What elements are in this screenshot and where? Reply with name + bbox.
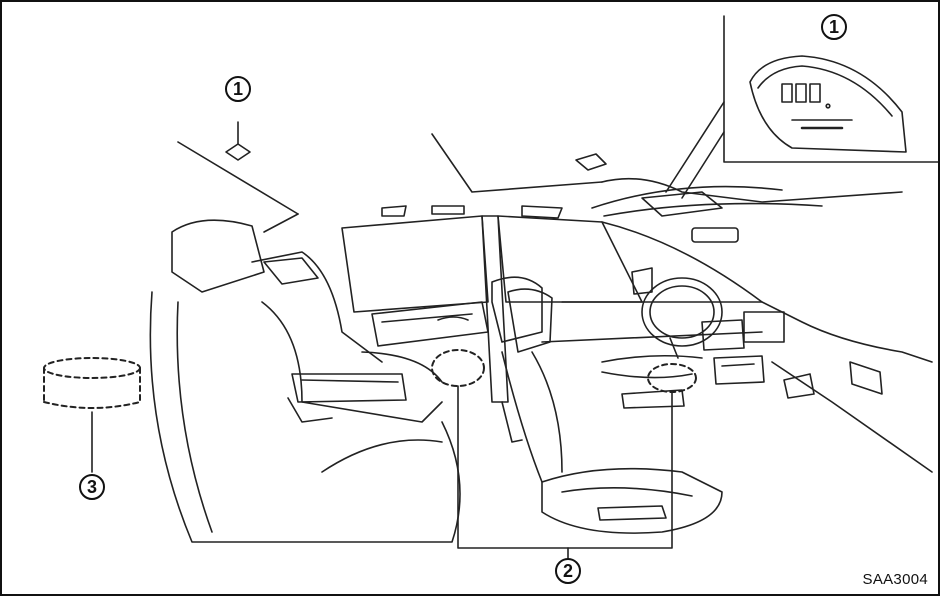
leader-c2-right — [567, 391, 673, 549]
roof-headliner — [177, 133, 903, 243]
sensor-diamond — [225, 143, 251, 161]
door-panel — [361, 301, 489, 383]
callout-1-inset: 1 — [821, 14, 847, 40]
remote-key-area — [43, 357, 141, 409]
leader-c2-left — [457, 385, 569, 549]
figure-code: SAA3004 — [862, 571, 928, 588]
inset-box — [723, 15, 938, 163]
callout-2: 2 — [555, 558, 581, 584]
inset-map-light-drawing — [749, 55, 907, 153]
inset-leader-lower — [681, 131, 725, 199]
dashboard — [501, 277, 933, 473]
callout-1-left: 1 — [225, 76, 251, 102]
sensor-area-left — [431, 349, 485, 387]
rear-seat — [149, 219, 461, 543]
callout-3: 3 — [79, 474, 105, 500]
front-seat — [491, 276, 723, 534]
inset-leader-upper — [665, 101, 725, 193]
